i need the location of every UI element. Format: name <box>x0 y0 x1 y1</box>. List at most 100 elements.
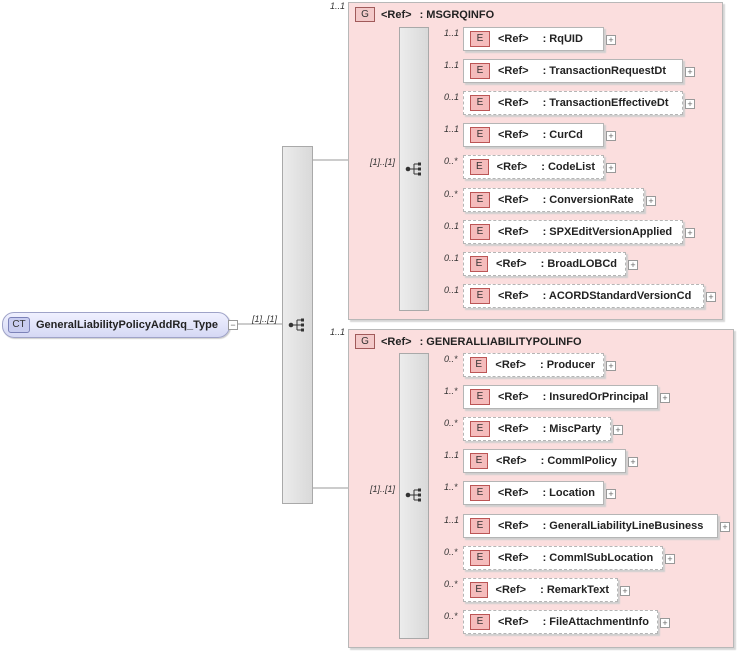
element-name: : Location <box>542 487 595 500</box>
element-cardinality: 1..1 <box>444 124 460 135</box>
expand-icon[interactable]: + <box>606 163 616 174</box>
element-ref: <Ref> <box>496 257 527 270</box>
element-badge: E <box>470 549 490 566</box>
expand-icon[interactable]: + <box>720 521 730 532</box>
expand-icon[interactable]: + <box>628 259 638 270</box>
element-name: : ConversionRate <box>542 193 634 206</box>
element-node[interactable]: E<Ref>: FileAttachmentInfo <box>463 609 658 634</box>
element-node[interactable]: E<Ref>: ConversionRate <box>463 187 644 212</box>
element-name: : SPXEditVersionApplied <box>542 225 673 238</box>
element-cardinality: 0..* <box>444 578 458 589</box>
element-node[interactable]: E<Ref>: CodeList <box>463 155 604 180</box>
element-cardinality: 0..* <box>444 546 458 557</box>
group-2-seq-cardinality: [1]..[1] <box>370 484 396 494</box>
element-ref: <Ref> <box>497 487 529 500</box>
ct-badge: CT <box>8 317 30 333</box>
complex-type-name: GeneralLiabilityPolicyAddRq_Type <box>36 319 218 331</box>
expand-icon[interactable]: + <box>606 35 616 45</box>
element-node[interactable]: E <Ref> : BroadLOBCd <box>463 251 626 276</box>
element-ref: <Ref> <box>498 97 529 110</box>
element-badge: E <box>470 255 489 272</box>
group-2-header[interactable]: G <Ref> : GENERALLIABILITYPOLINFO <box>355 334 582 349</box>
element-node[interactable]: E<Ref>: GeneralLiabilityLineBusiness <box>463 513 718 538</box>
element-cardinality: 0..* <box>444 418 458 429</box>
expand-icon[interactable]: + <box>606 489 616 500</box>
group-badge: G <box>355 7 375 22</box>
group-name: : MSGRQINFO <box>419 8 495 21</box>
expand-icon[interactable]: + <box>628 457 638 468</box>
element-badge: E <box>470 581 488 598</box>
element-name: : ACORDStandardVersionCd <box>542 289 692 302</box>
element-name: : CommlSubLocation <box>542 551 654 564</box>
element-badge: E <box>470 453 489 470</box>
element-cardinality: 0..* <box>444 610 458 621</box>
expand-icon[interactable]: + <box>613 425 623 436</box>
expand-icon[interactable]: + <box>606 361 616 371</box>
element-ref: <Ref> <box>498 33 529 45</box>
element-cardinality: 1..1 <box>444 450 460 461</box>
group-ref: <Ref> <box>381 335 412 348</box>
element-cardinality: 1..1 <box>444 60 460 71</box>
expand-icon[interactable]: + <box>685 67 695 78</box>
element-badge: E <box>470 287 490 304</box>
root-sequence-cardinality: [1]..[1] <box>252 314 278 324</box>
element-name: : BroadLOBCd <box>540 257 617 270</box>
complex-type-node[interactable]: CT GeneralLiabilityPolicyAddRq_Type <box>2 312 230 338</box>
expand-icon[interactable]: + <box>685 227 695 238</box>
expand-icon[interactable]: + <box>660 617 670 628</box>
element-name: : CurCd <box>542 129 583 142</box>
expand-icon[interactable]: + <box>620 585 630 596</box>
sequence-icon <box>405 162 423 181</box>
group-badge: G <box>355 334 375 349</box>
element-name: : InsuredOrPrincipal <box>542 391 649 404</box>
element-ref: <Ref> <box>498 391 529 404</box>
element-name: : TransactionEffectiveDt <box>542 97 669 110</box>
element-badge: E <box>470 63 490 80</box>
element-name: : TransactionRequestDt <box>542 65 667 78</box>
element-node[interactable]: E<Ref>: CurCd <box>463 123 604 148</box>
element-ref: <Ref> <box>498 289 529 302</box>
element-node[interactable]: E <Ref> : ACORDStandardVersionCd <box>463 283 704 308</box>
element-node[interactable]: E<Ref>: Producer <box>463 353 604 377</box>
element-badge: E <box>470 389 490 406</box>
element-node[interactable]: E <Ref> : InsuredOrPrincipal <box>463 385 658 410</box>
element-badge: E <box>470 31 490 47</box>
element-node[interactable]: E <Ref> : MiscParty <box>463 417 611 442</box>
group-1-header[interactable]: G <Ref> : MSGRQINFO <box>355 7 494 22</box>
element-cardinality: 0..1 <box>444 284 460 295</box>
element-node[interactable]: E<Ref>: CommlSubLocation <box>463 545 663 570</box>
element-badge: E <box>470 95 490 112</box>
element-cardinality: 1..* <box>444 482 458 493</box>
element-node[interactable]: E<Ref>: Location <box>463 481 604 506</box>
element-badge: E <box>470 191 490 208</box>
element-cardinality: 1..1 <box>444 28 460 38</box>
element-node[interactable]: E <Ref> : TransactionEffectiveDt <box>463 91 683 116</box>
element-cardinality: 0..* <box>444 156 458 167</box>
collapse-toggle[interactable]: − <box>228 320 238 330</box>
element-name: : Producer <box>539 359 595 371</box>
expand-icon[interactable]: + <box>646 195 656 206</box>
expand-icon[interactable]: + <box>706 291 716 302</box>
element-node[interactable]: E<Ref>: CommlPolicy <box>463 449 626 474</box>
element-node[interactable]: E <Ref> : RqUID <box>463 27 604 51</box>
element-name: : CodeList <box>541 161 595 174</box>
element-node[interactable]: E<Ref>: TransactionRequestDt <box>463 59 683 84</box>
group-2-sequence-bar <box>399 353 429 639</box>
element-ref: <Ref> <box>496 161 528 174</box>
element-name: : RqUID <box>542 33 583 45</box>
element-node[interactable]: E<Ref>: RemarkText <box>463 577 618 602</box>
expand-icon[interactable]: + <box>660 393 670 404</box>
element-node[interactable]: E<Ref>: SPXEditVersionApplied <box>463 219 683 244</box>
expand-icon[interactable]: + <box>606 131 616 142</box>
group-name: : GENERALLIABILITYPOLINFO <box>419 335 582 348</box>
element-cardinality: 0..* <box>444 354 458 364</box>
element-badge: E <box>470 421 490 438</box>
expand-icon[interactable]: + <box>685 99 695 110</box>
element-cardinality: 0..* <box>444 188 458 199</box>
expand-icon[interactable]: + <box>665 553 675 564</box>
element-badge: E <box>470 613 490 630</box>
element-name: : GeneralLiabilityLineBusiness <box>542 519 704 532</box>
element-name: : MiscParty <box>542 423 602 436</box>
element-ref: <Ref> <box>498 423 529 436</box>
